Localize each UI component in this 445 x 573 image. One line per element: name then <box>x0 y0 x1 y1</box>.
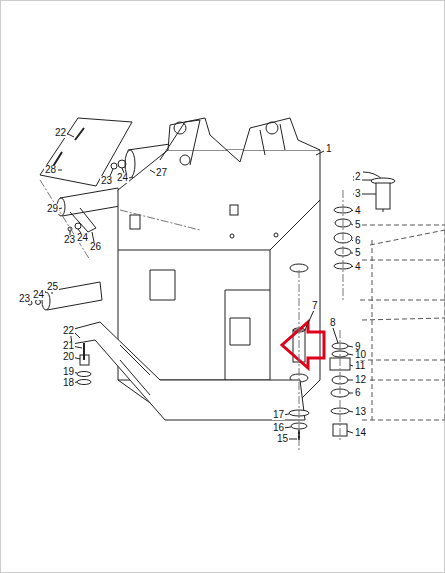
callout-number: 4 <box>354 206 362 216</box>
callout-number: 23 <box>100 176 113 186</box>
callout-number: 16 <box>272 423 285 433</box>
callout-number: 5 <box>354 220 362 230</box>
callout-number: 10 <box>354 350 367 360</box>
callout-number: 15 <box>276 434 289 444</box>
callout-number: 22 <box>62 326 75 336</box>
callout-number: 1 <box>325 144 333 154</box>
callout-number: 12 <box>354 375 367 385</box>
callout-number: 20 <box>62 352 75 362</box>
callout-number: 13 <box>354 407 367 417</box>
callout-number: 6 <box>354 388 362 398</box>
callout-number: 28 <box>44 165 57 175</box>
callout-number: 2 <box>354 172 362 182</box>
callout-number: 21 <box>62 341 75 351</box>
callout-number: 27 <box>155 168 168 178</box>
callout-number: 14 <box>354 428 367 438</box>
callout-number: 24 <box>76 233 89 243</box>
callout-number: 22 <box>54 128 67 138</box>
callout-number: 24 <box>32 290 45 300</box>
callout-number: 18 <box>62 378 75 388</box>
callout-number: 6 <box>354 236 362 246</box>
callout-number: 11 <box>354 361 366 371</box>
callout-number: 19 <box>62 367 75 377</box>
callout-number: 24 <box>116 173 129 183</box>
callout-number: 7 <box>311 301 319 311</box>
callout-number: 3 <box>354 189 362 199</box>
callout-number: 17 <box>272 410 285 420</box>
callout-number: 29 <box>46 204 59 214</box>
callout-number: 23 <box>63 235 76 245</box>
callout-number: 5 <box>354 248 362 258</box>
callout-number: 25 <box>46 282 59 292</box>
callout-number: 8 <box>329 318 337 328</box>
callout-number: 4 <box>354 262 362 272</box>
callout-number: 23 <box>18 294 31 304</box>
callout-number: 26 <box>89 242 102 252</box>
